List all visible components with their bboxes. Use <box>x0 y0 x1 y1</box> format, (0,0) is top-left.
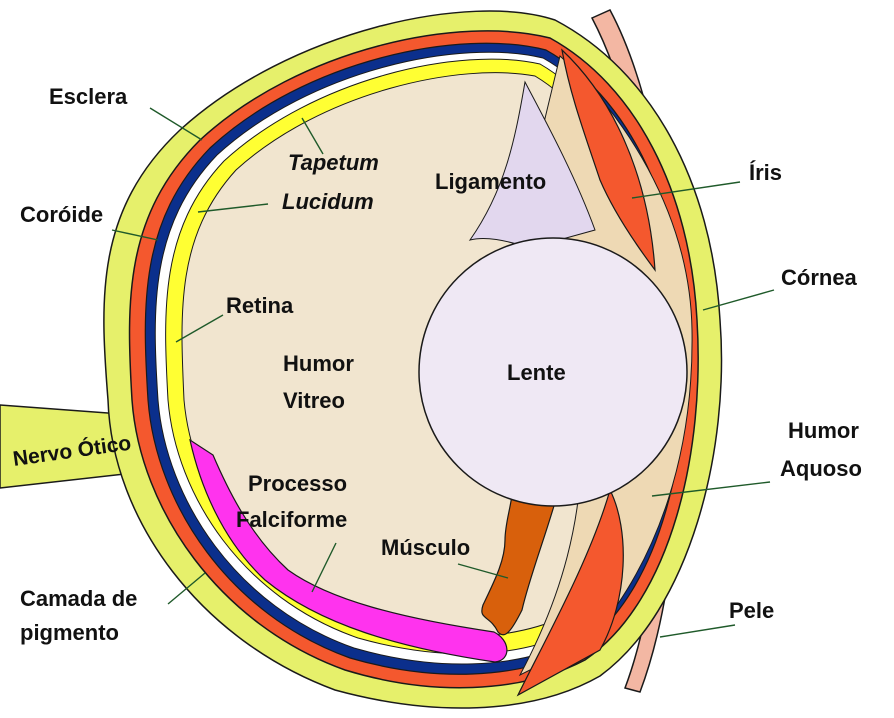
label-processo-1: Processo <box>248 471 347 496</box>
label-pele: Pele <box>729 598 774 623</box>
label-lucidum: Lucidum <box>282 189 374 214</box>
label-camada-2: pigmento <box>20 620 119 645</box>
label-retina: Retina <box>226 293 294 318</box>
leader-pele <box>660 625 735 637</box>
label-cornea: Córnea <box>781 265 858 290</box>
label-coroide: Coróide <box>20 202 103 227</box>
label-musculo: Músculo <box>381 535 470 560</box>
label-ligamento: Ligamento <box>435 169 546 194</box>
label-processo-2: Falciforme <box>236 507 347 532</box>
label-humor-vitreo-1: Humor <box>283 351 354 376</box>
label-lente: Lente <box>507 360 566 385</box>
label-iris: Íris <box>749 160 782 185</box>
label-camada-1: Camada de <box>20 586 137 611</box>
label-humor-aquoso-1: Humor <box>788 418 859 443</box>
label-esclera: Esclera <box>49 84 128 109</box>
label-humor-aquoso-2: Aquoso <box>780 456 862 481</box>
label-tapetum: Tapetum <box>288 150 379 175</box>
label-humor-vitreo-2: Vitreo <box>283 388 345 413</box>
